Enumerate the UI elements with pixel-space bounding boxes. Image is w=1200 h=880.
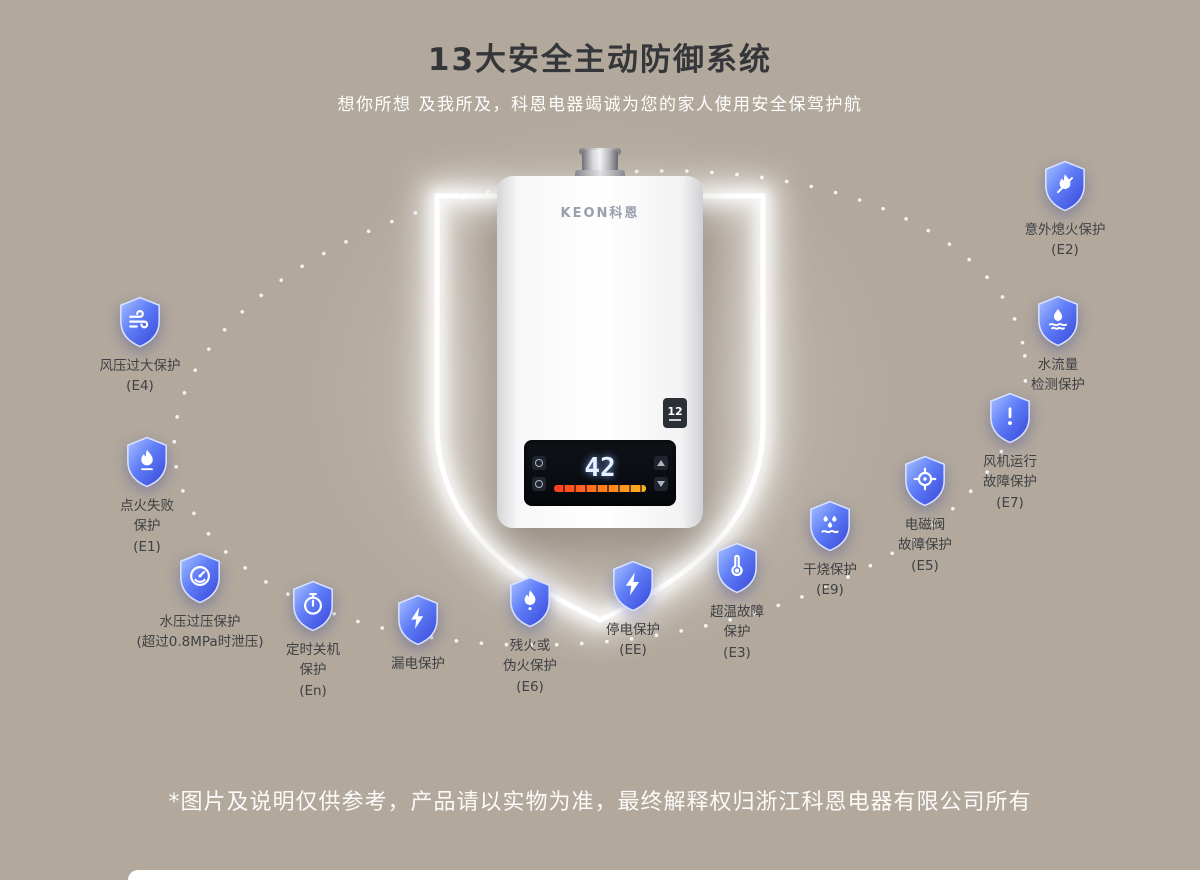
protection-flow: 水流量检测保护 <box>983 295 1133 396</box>
protection-label-e5: 电磁阀故障保护(E5) <box>898 517 952 574</box>
brand-logo: KEON科恩 <box>560 206 640 221</box>
protection-e5: 电磁阀故障保护(E5) <box>850 455 1000 576</box>
mode-button[interactable] <box>532 476 546 491</box>
protection-overpressure: 水压过压保护(超过0.8MPa时泄压) <box>125 552 275 653</box>
protection-label-en: 定时关机保护(En) <box>286 642 340 699</box>
flame-off-icon <box>1052 171 1078 197</box>
protection-e2: 意外熄火保护(E2) <box>990 160 1140 261</box>
residual-flame-icon <box>517 587 543 613</box>
heater-display: 42 <box>524 440 676 506</box>
protection-label-overpressure: 水压过压保护(超过0.8MPa时泄压) <box>136 614 264 651</box>
alert-icon <box>997 403 1023 429</box>
protection-label-ee: 停电保护(EE) <box>606 622 660 659</box>
shield-badge-e1 <box>124 436 170 488</box>
protection-label-e1: 点火失败保护(E1) <box>120 498 174 555</box>
shield-badge-flow <box>1035 295 1081 347</box>
bottom-white-strip <box>128 870 1200 880</box>
water-flow-icon <box>1045 306 1071 332</box>
shield-badge-e4 <box>117 296 163 348</box>
protection-label-leakage: 漏电保护 <box>391 656 445 672</box>
shield-badge-ee <box>610 560 656 612</box>
page-title: 13大安全主动防御系统 <box>427 42 773 78</box>
heater-body: KEON科恩 12 42 <box>497 176 703 528</box>
gauge-icon <box>187 563 213 589</box>
valve-icon <box>912 466 938 492</box>
protection-e1: 点火失败保护(E1) <box>72 436 222 557</box>
power-button[interactable] <box>532 455 546 470</box>
protection-label-e3: 超温故障保护(E3) <box>710 604 764 661</box>
shield-badge-leakage <box>395 594 441 646</box>
protection-label-flow: 水流量检测保护 <box>1031 357 1085 394</box>
shield-badge-overpressure <box>177 552 223 604</box>
protection-e7: 风机运行故障保护(E7) <box>935 392 1085 513</box>
page-subtitle: 想你所想 及我所及，科恩电器竭诚为您的家人使用安全保驾护航 <box>337 95 863 115</box>
protection-label-e6: 残火或伪火保护(E6) <box>503 638 557 695</box>
capacity-badge: 12 <box>663 398 687 428</box>
flame-icon <box>134 447 160 473</box>
temp-down-button[interactable] <box>654 476 668 491</box>
protection-label-e7: 风机运行故障保护(E7) <box>983 454 1037 511</box>
protection-e3: 超温故障保护(E3) <box>662 542 812 663</box>
protection-en: 定时关机保护(En) <box>238 580 388 701</box>
protection-e6: 残火或伪火保护(E6) <box>455 576 605 697</box>
water-heater: KEON科恩 12 42 <box>497 148 703 528</box>
flue-collar <box>575 170 625 178</box>
protection-e9: 干烧保护(E9) <box>755 500 905 601</box>
shield-badge-e3 <box>714 542 760 594</box>
temperature-readout: 42 <box>584 452 616 483</box>
shield-badge-e5 <box>902 455 948 507</box>
protection-e4: 风压过大保护(E4) <box>65 296 215 397</box>
protection-label-e2: 意外熄火保护(E2) <box>1024 222 1106 259</box>
water-drops-icon <box>817 511 843 537</box>
protection-leakage: 漏电保护 <box>343 594 493 674</box>
shield-badge-en <box>290 580 336 632</box>
protection-label-e9: 干烧保护(E9) <box>803 562 857 599</box>
shield-badge-e6 <box>507 576 553 628</box>
wind-icon <box>127 307 153 333</box>
timer-icon <box>300 591 326 617</box>
thermometer-icon <box>724 553 750 579</box>
temp-up-button[interactable] <box>654 455 668 470</box>
power-failure-icon <box>620 571 646 597</box>
protection-ee: 停电保护(EE) <box>558 560 708 661</box>
temperature-scale-bar <box>554 484 646 492</box>
capacity-badge-value: 12 <box>667 404 683 418</box>
lightning-icon <box>405 605 431 631</box>
shield-badge-e7 <box>987 392 1033 444</box>
shield-badge-e9 <box>807 500 853 552</box>
shield-badge-e2 <box>1042 160 1088 212</box>
protection-label-e4: 风压过大保护(E4) <box>99 358 181 395</box>
disclaimer-text: *图片及说明仅供参考，产品请以实物为准，最终解释权归浙江科恩电器有限公司所有 <box>168 790 1032 815</box>
